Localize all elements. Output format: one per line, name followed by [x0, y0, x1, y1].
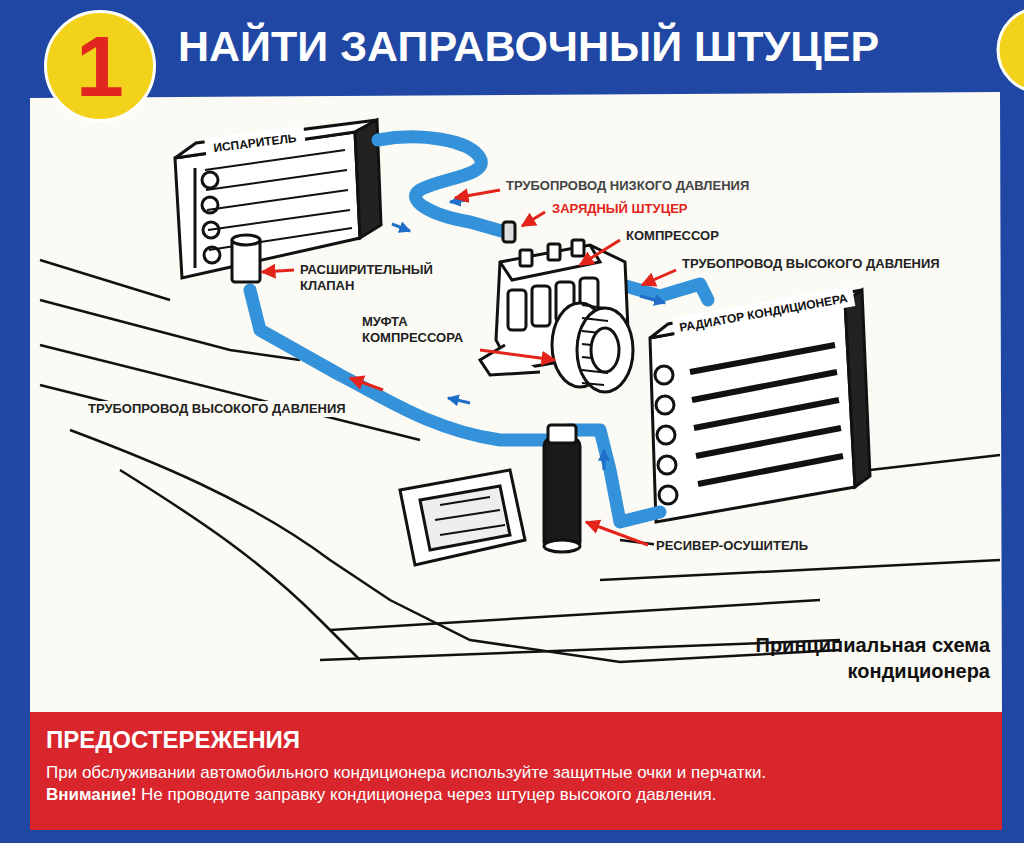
- warning-band: ПРЕДОСТЕРЕЖЕНИЯ При обслуживании автомоби…: [30, 712, 1002, 830]
- warning-text: Не проводите заправку кондиционера через…: [141, 785, 716, 804]
- warning-emphasis: Внимание!: [46, 785, 137, 804]
- caption: Принципиальная схема кондиционера: [690, 632, 990, 684]
- port-label: ЗАРЯДНЫЙ ШТУЦЕР: [550, 201, 689, 217]
- part-label: МУФТА КОМПРЕССОРА: [360, 314, 484, 346]
- pipe-label: ТРУБОПРОВОД НИЗКОГО ДАВЛЕНИЯ: [504, 178, 751, 194]
- pipe-label: ТРУБОПРОВОД ВЫСОКОГО ДАВЛЕНИЯ: [680, 256, 942, 272]
- warning-heading: ПРЕДОСТЕРЕЖЕНИЯ: [46, 726, 986, 754]
- warning-text: При обслуживании автомобильного кондицио…: [46, 762, 986, 784]
- part-label: КОМПРЕССОР: [624, 228, 721, 244]
- title: НАЙТИ ЗАПРАВОЧНЫЙ ШТУЦЕР: [178, 22, 879, 71]
- part-label: РЕСИВЕР-ОСУШИТЕЛЬ: [654, 538, 810, 554]
- callout-circle: 1: [44, 10, 156, 122]
- pipe-label: ТРУБОПРОВОД ВЫСОКОГО ДАВЛЕНИЯ: [86, 401, 348, 417]
- callout-number: 1: [76, 23, 124, 109]
- part-label: РАСШИРИТЕЛЬНЫЙ КЛАПАН: [298, 262, 472, 294]
